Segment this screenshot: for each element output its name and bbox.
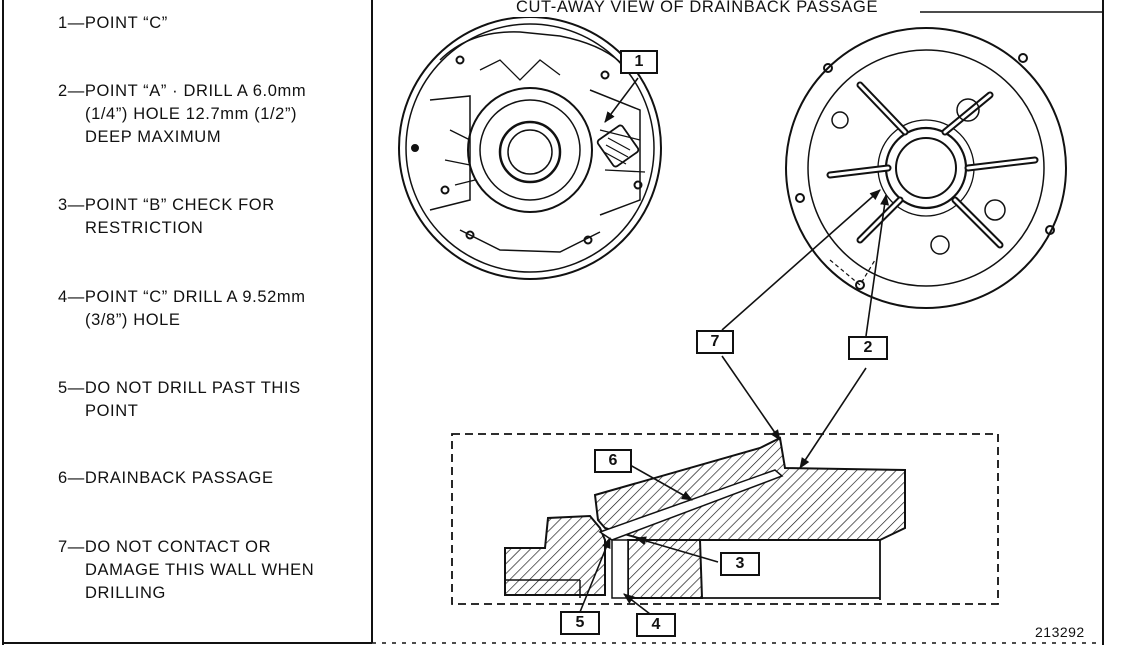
legend-item-5-line-2: POINT	[85, 402, 139, 420]
callout-1: 1	[620, 50, 658, 74]
legend-item-7-line-2: DAMAGE THIS WALL WHEN	[85, 561, 315, 579]
legend-item-6: 6—DRAINBACK PASSAGE	[58, 467, 274, 490]
pump-body-right	[785, 27, 1067, 309]
callout-4: 4	[636, 613, 676, 637]
legend-item-4: 4—POINT “C” DRILL A 9.52mm (3/8”) HOLE	[58, 286, 306, 332]
pump-body-left	[398, 16, 662, 280]
legend-item-4-line-2: (3/8”) HOLE	[85, 311, 181, 329]
legend-item-2: 2—POINT “A” · DRILL A 6.0mm (1/4”) HOLE …	[58, 80, 306, 149]
callout-5: 5	[560, 611, 600, 635]
legend-item-2-line-1: 2—POINT “A” · DRILL A 6.0mm	[58, 82, 307, 100]
callout-2: 2	[848, 336, 888, 360]
frame	[2, 0, 1104, 645]
legend-item-2-line-3: DEEP MAXIMUM	[85, 128, 222, 146]
cross-section	[451, 433, 999, 605]
figure-number: 213292	[1035, 624, 1085, 640]
callout-7: 7	[696, 330, 734, 354]
legend-item-5: 5—DO NOT DRILL PAST THIS POINT	[58, 377, 301, 423]
legend-item-6-line-1: 6—DRAINBACK PASSAGE	[58, 469, 274, 487]
legend-item-5-line-1: 5—DO NOT DRILL PAST THIS	[58, 379, 301, 397]
legend-item-3-line-2: RESTRICTION	[85, 219, 204, 237]
legend: 1—POINT “C” 2—POINT “A” · DRILL A 6.0mm …	[0, 0, 372, 645]
legend-item-1: 1—POINT “C”	[58, 12, 168, 35]
legend-item-3: 3—POINT “B” CHECK FOR RESTRICTION	[58, 194, 275, 240]
legend-item-1-line-1: 1—POINT “C”	[58, 14, 168, 32]
legend-item-3-line-1: 3—POINT “B” CHECK FOR	[58, 196, 275, 214]
leader-lines	[579, 77, 890, 615]
callout-6: 6	[594, 449, 632, 473]
legend-item-7: 7—DO NOT CONTACT OR DAMAGE THIS WALL WHE…	[58, 536, 314, 605]
callout-3: 3	[720, 552, 760, 576]
legend-item-7-line-3: DRILLING	[85, 584, 166, 602]
figure-title: CUT-AWAY VIEW OF DRAINBACK PASSAGE	[512, 0, 883, 17]
legend-item-4-line-1: 4—POINT “C” DRILL A 9.52mm	[58, 288, 306, 306]
legend-item-2-line-2: (1/4”) HOLE 12.7mm (1/2”)	[85, 105, 298, 123]
legend-item-7-line-1: 7—DO NOT CONTACT OR	[58, 538, 272, 556]
